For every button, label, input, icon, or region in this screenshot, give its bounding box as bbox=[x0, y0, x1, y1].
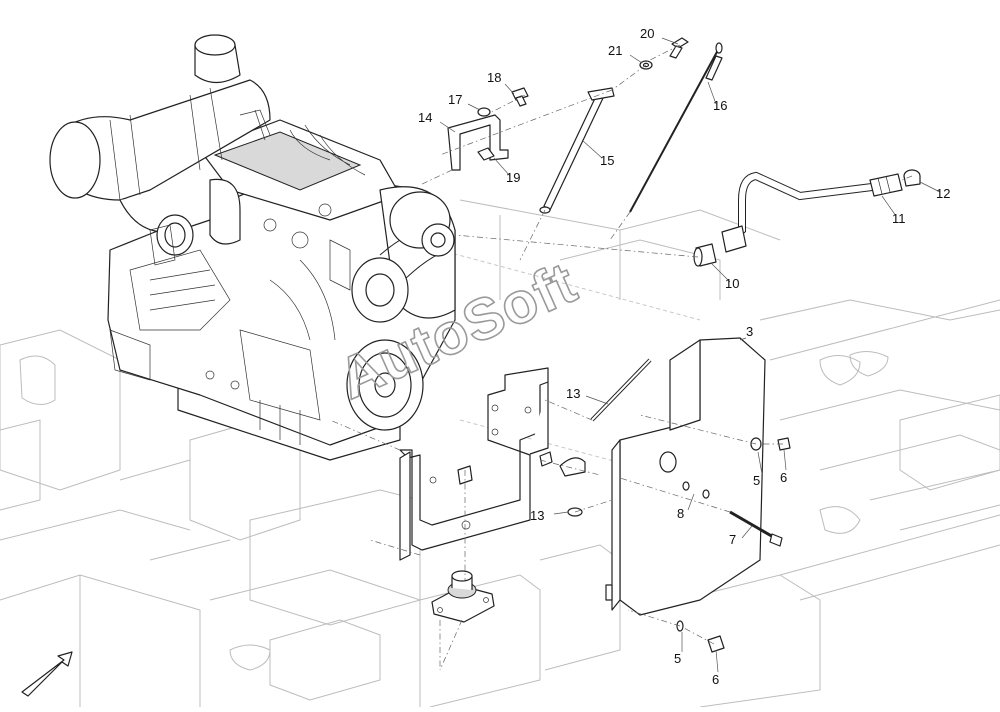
callout-20: 20 bbox=[640, 26, 654, 41]
washer-17 bbox=[477, 107, 491, 117]
bolt-20 bbox=[669, 37, 689, 59]
callout-3: 3 bbox=[746, 324, 753, 339]
callout-16: 16 bbox=[713, 98, 727, 113]
callout-7: 7 bbox=[729, 532, 736, 547]
spacer-8b bbox=[702, 489, 710, 499]
callout-14: 14 bbox=[418, 110, 432, 125]
mount-bracket bbox=[399, 367, 549, 561]
pipe-11 bbox=[721, 171, 903, 253]
spacer-8a bbox=[682, 481, 690, 491]
callout-10: 10 bbox=[725, 276, 739, 291]
engine-assembly bbox=[49, 34, 456, 461]
callout-8: 8 bbox=[677, 506, 684, 521]
dipstick-tube bbox=[539, 87, 615, 214]
callout-17: 17 bbox=[448, 92, 462, 107]
assembly-center-lines bbox=[329, 44, 913, 671]
callout-11: 11 bbox=[892, 211, 906, 226]
callout-6-lower: 6 bbox=[712, 672, 719, 687]
bolt-6a bbox=[777, 437, 791, 451]
dipstick bbox=[629, 42, 723, 213]
callout-6-upper: 6 bbox=[780, 470, 787, 485]
callout-19: 19 bbox=[506, 170, 520, 185]
callout-12: 12 bbox=[936, 186, 950, 201]
bracket-14 bbox=[447, 114, 509, 171]
leader-lines bbox=[439, 37, 941, 673]
callout-5-lower: 5 bbox=[674, 651, 681, 666]
bolt-7 bbox=[729, 510, 783, 547]
callout-13-upper: 13 bbox=[566, 386, 580, 401]
fitting-10 bbox=[693, 243, 717, 267]
callout-13-lower: 13 bbox=[530, 508, 544, 523]
orientation-arrow bbox=[21, 651, 73, 697]
bolt-18 bbox=[511, 87, 529, 107]
callout-labels: 20 21 18 17 14 16 15 19 12 11 10 3 13 5 … bbox=[418, 26, 950, 687]
callout-18: 18 bbox=[487, 70, 501, 85]
callout-5-upper: 5 bbox=[753, 473, 760, 488]
rubber-mount bbox=[431, 570, 495, 623]
nut-19 bbox=[477, 147, 495, 161]
fitting-12 bbox=[903, 169, 921, 187]
bolt-6b bbox=[707, 635, 725, 653]
callout-21: 21 bbox=[608, 43, 622, 58]
cover-3 bbox=[605, 337, 766, 616]
callout-15: 15 bbox=[600, 153, 614, 168]
